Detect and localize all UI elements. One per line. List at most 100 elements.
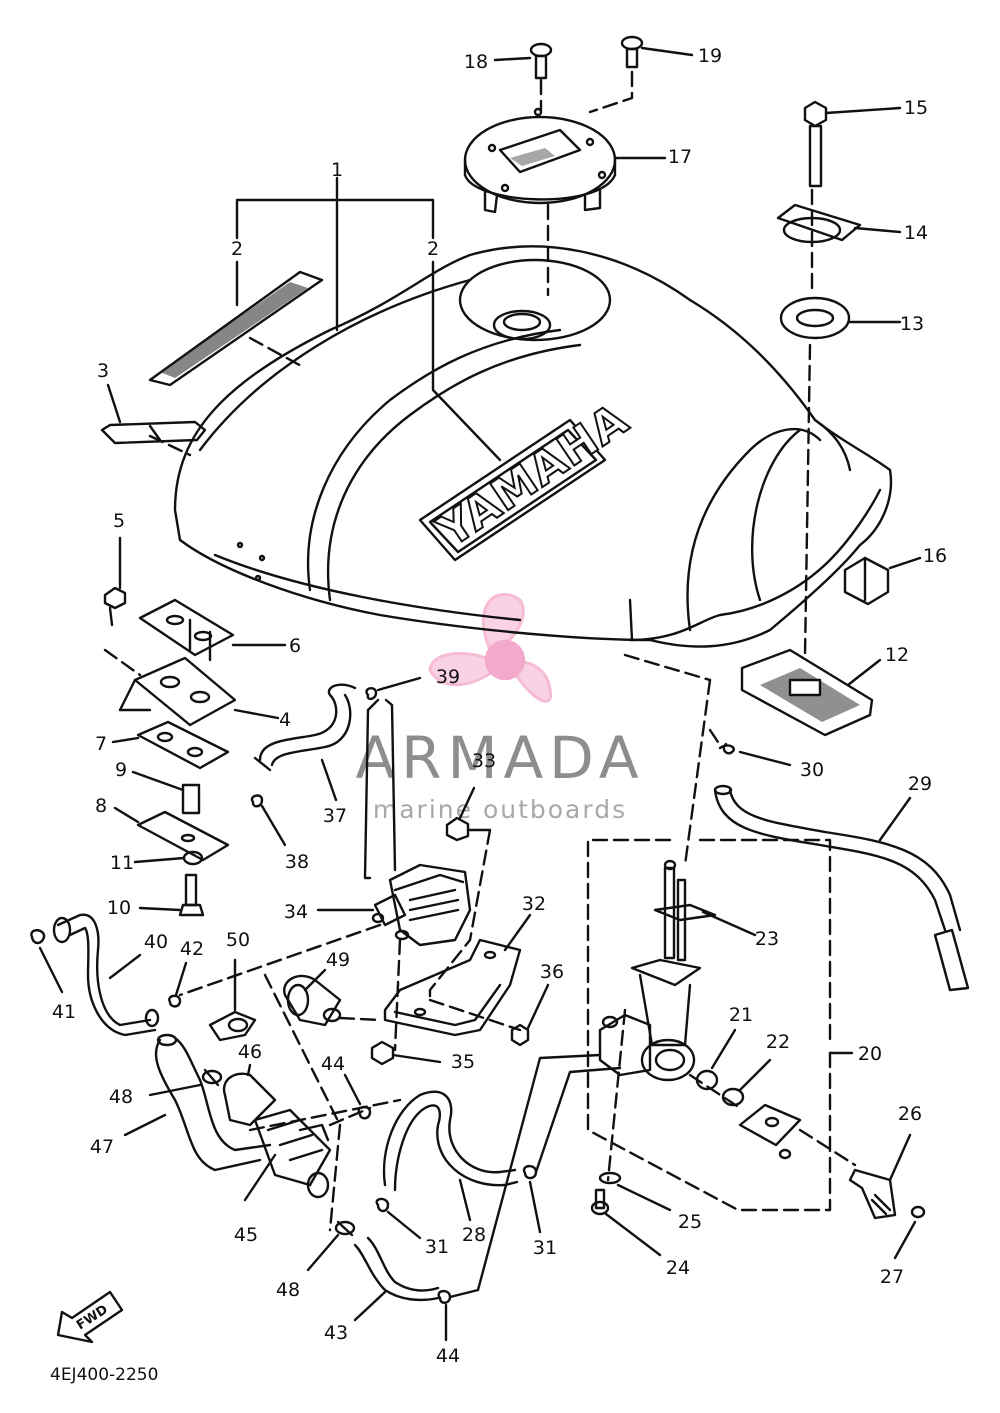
bracket-4 bbox=[118, 656, 237, 727]
knob-26 bbox=[848, 1168, 897, 1220]
bolt-33 bbox=[445, 816, 492, 842]
callout-34: 34 bbox=[284, 901, 308, 923]
callout-37: 37 bbox=[323, 805, 347, 827]
clip-31-right bbox=[522, 1164, 538, 1180]
callout-10: 10 bbox=[107, 897, 131, 919]
callout-4: 4 bbox=[279, 709, 291, 731]
callout-8: 8 bbox=[95, 795, 107, 817]
plate-8 bbox=[136, 810, 230, 862]
bolt-15 bbox=[803, 100, 828, 188]
callout-33: 33 bbox=[472, 750, 496, 772]
filler-cap-17 bbox=[463, 107, 617, 214]
callout-2: 2 bbox=[427, 238, 439, 260]
washer-25 bbox=[598, 1171, 622, 1185]
callout-5: 5 bbox=[113, 510, 125, 532]
o-ring-22 bbox=[721, 1087, 745, 1107]
callout-22: 22 bbox=[766, 1031, 790, 1053]
pulse-part-49 bbox=[283, 974, 342, 1027]
fuel-tank bbox=[173, 245, 893, 648]
tank-trim-strip bbox=[100, 420, 207, 445]
callout-17: 17 bbox=[668, 146, 692, 168]
callout-1: 1 bbox=[331, 159, 343, 181]
clamp-50 bbox=[208, 1010, 257, 1042]
callout-35: 35 bbox=[451, 1051, 475, 1073]
callout-11: 11 bbox=[110, 852, 134, 874]
clip-44-lower bbox=[437, 1289, 452, 1304]
hose-40 bbox=[52, 913, 160, 1037]
watermark-tagline: marine outboards bbox=[373, 795, 627, 824]
callout-19: 19 bbox=[698, 45, 722, 67]
callout-49: 49 bbox=[326, 949, 350, 971]
clip-31-left bbox=[375, 1197, 390, 1213]
callout-3: 3 bbox=[97, 360, 109, 382]
callout-31: 31 bbox=[533, 1237, 557, 1259]
clip-30 bbox=[718, 742, 735, 755]
collar-9 bbox=[181, 783, 201, 815]
screw-27 bbox=[910, 1205, 926, 1219]
callout-36: 36 bbox=[540, 961, 564, 983]
rear-bracket-12 bbox=[740, 648, 874, 737]
hose-43 bbox=[353, 1236, 440, 1302]
callout-44: 44 bbox=[436, 1345, 460, 1367]
callout-13: 13 bbox=[900, 313, 924, 335]
hose-37 bbox=[253, 683, 357, 772]
callout-38: 38 bbox=[285, 851, 309, 873]
callout-15: 15 bbox=[904, 97, 928, 119]
fuel-pump-34 bbox=[371, 863, 472, 947]
clip-41 bbox=[30, 929, 46, 945]
damper-16 bbox=[843, 556, 890, 606]
callout-23: 23 bbox=[755, 928, 779, 950]
fwd-arrow-icon bbox=[56, 1290, 124, 1344]
watermark-propeller-icon bbox=[428, 593, 553, 703]
clamp-48-upper bbox=[201, 1068, 223, 1087]
clamp-48-lower bbox=[334, 1220, 356, 1237]
screw-19 bbox=[620, 35, 644, 69]
cover-plate bbox=[738, 1103, 802, 1160]
callout-24: 24 bbox=[666, 1257, 690, 1279]
bolt-5 bbox=[103, 586, 127, 627]
callout-46: 46 bbox=[238, 1041, 262, 1063]
callout-50: 50 bbox=[226, 929, 250, 951]
hose-29 bbox=[713, 784, 970, 992]
fuel-cock-20 bbox=[598, 859, 717, 1082]
callout-14: 14 bbox=[904, 222, 928, 244]
callout-7: 7 bbox=[95, 733, 107, 755]
callout-12: 12 bbox=[885, 644, 909, 666]
fuel-pump-bracket-32 bbox=[383, 938, 522, 1037]
bolt-10 bbox=[178, 873, 205, 917]
callout-26: 26 bbox=[898, 1103, 922, 1125]
callout-27: 27 bbox=[880, 1266, 904, 1288]
hose-28 bbox=[382, 1090, 519, 1192]
screw-18 bbox=[529, 42, 553, 80]
damper-13 bbox=[779, 296, 851, 340]
callout-25: 25 bbox=[678, 1211, 702, 1233]
nut-36 bbox=[510, 1023, 530, 1047]
callout-9: 9 bbox=[115, 759, 127, 781]
callout-47: 47 bbox=[90, 1136, 114, 1158]
callout-21: 21 bbox=[729, 1004, 753, 1026]
clip-38 bbox=[250, 794, 264, 808]
part-code: 4EJ400-2250 bbox=[50, 1365, 158, 1385]
callout-16: 16 bbox=[923, 545, 947, 567]
nut-35 bbox=[370, 1040, 395, 1066]
tank-decal-left bbox=[148, 270, 324, 387]
callout-48: 48 bbox=[109, 1086, 133, 1108]
watermark-name: ARMADA bbox=[355, 724, 644, 792]
callout-2: 2 bbox=[231, 238, 243, 260]
callout-41: 41 bbox=[52, 1001, 76, 1023]
hose-47 bbox=[154, 1033, 272, 1172]
callout-18: 18 bbox=[464, 51, 488, 73]
screw-24 bbox=[590, 1188, 610, 1216]
callout-6: 6 bbox=[289, 635, 301, 657]
bracket-14 bbox=[776, 203, 862, 244]
clip-39 bbox=[365, 687, 378, 701]
plate-7 bbox=[136, 720, 230, 770]
callout-30: 30 bbox=[800, 759, 824, 781]
callout-32: 32 bbox=[522, 893, 546, 915]
callout-42: 42 bbox=[180, 938, 204, 960]
clip-42 bbox=[168, 994, 182, 1008]
callout-28: 28 bbox=[462, 1224, 486, 1246]
callout-31: 31 bbox=[425, 1236, 449, 1258]
